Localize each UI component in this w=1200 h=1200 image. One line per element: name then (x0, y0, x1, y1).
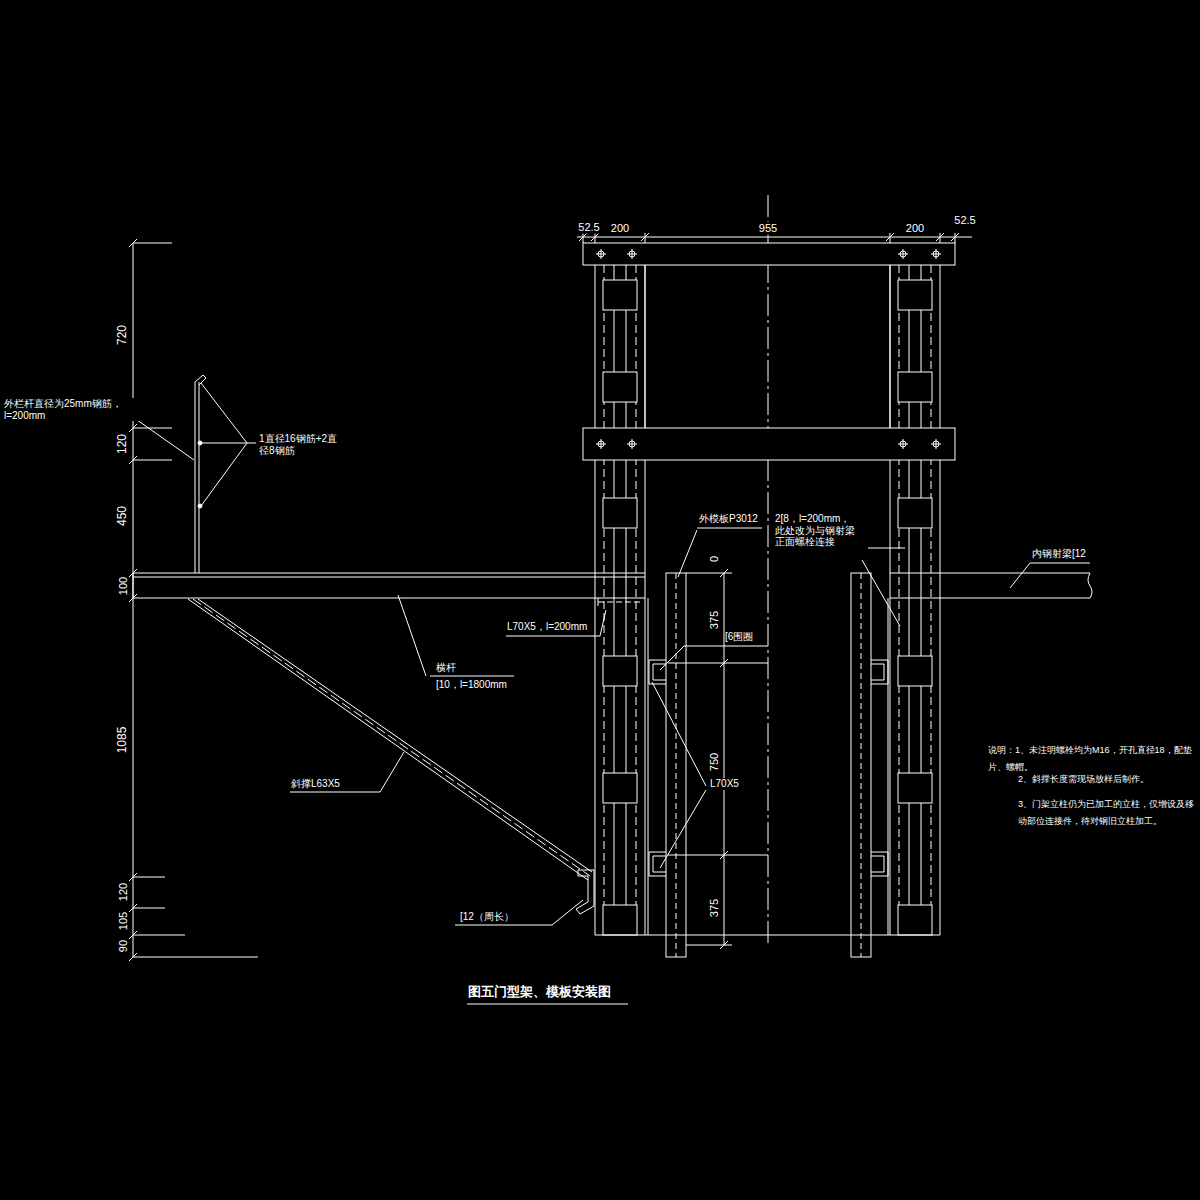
drawing-title: 图五门型架、模板安装图 (468, 985, 611, 1000)
note-text: 2、斜撑长度需现场放样后制作。 (1018, 771, 1196, 788)
dimension-value: 955 (759, 222, 777, 235)
callout-label: 内钢射梁[12 (1032, 548, 1086, 560)
platform-beam (133, 573, 645, 606)
right-column (890, 265, 940, 935)
beam-edge (645, 265, 646, 428)
dimension-value: 750 (708, 753, 721, 771)
dimension-value: 120 (117, 883, 130, 901)
dimension-value: 1085 (116, 727, 130, 754)
note-text: 3、门架立柱仍为已加工的立柱，仅增设及移动部位连接件，待对钢旧立柱加工。 (1018, 796, 1196, 830)
callout-label: L70X5 (710, 778, 739, 790)
callout-label: [6围圈 (725, 631, 753, 643)
callout-label: 斜撑L63X5 (291, 778, 340, 790)
bolts (596, 249, 941, 449)
diagonal-brace (188, 599, 594, 914)
dimension-value: 100 (117, 577, 130, 595)
inner-beam (890, 573, 1092, 598)
callout-label: 1直径16钢筋+2直 径8钢筋 (259, 433, 363, 456)
callout-label: [10，l=1800mm (436, 679, 507, 691)
top-dimension (577, 233, 972, 243)
callout-label: 横杆 (436, 662, 456, 674)
left-dimension (129, 239, 258, 961)
cross-beam (583, 428, 955, 460)
callout-label: L70X5，l=200mm (507, 621, 587, 633)
panel-dimension (668, 569, 768, 949)
dimension-value: 0 (708, 556, 721, 562)
railing (195, 375, 256, 573)
dimension-value: 120 (116, 434, 130, 454)
leader-lines (4, 413, 1090, 1004)
callout-label: 外栏杆直径为25mm钢筋， l=200mm (4, 398, 146, 421)
dimension-value: 450 (116, 506, 130, 526)
dimension-value: 200 (611, 222, 629, 235)
dimension-value: 105 (117, 912, 130, 930)
dimension-value: 200 (906, 222, 924, 235)
top-beam (583, 243, 955, 265)
dimension-value: 90 (117, 940, 130, 952)
callout-label: 2[8，l=200mm， 此处改为与钢射梁 正面螺栓连接 (775, 513, 867, 548)
formwork (648, 573, 888, 957)
callout-label: 外模板P3012 (699, 513, 758, 525)
dimension-value: 52.5 (954, 214, 975, 227)
center-line (768, 195, 769, 945)
callout-label: [12（周长） (460, 911, 514, 923)
dimension-value: 375 (708, 611, 721, 629)
dimension-value: 720 (116, 325, 130, 345)
left-column (595, 265, 645, 935)
dimension-value: 52.5 (578, 221, 599, 234)
dimension-value: 375 (708, 899, 721, 917)
beam-edge (890, 265, 891, 428)
